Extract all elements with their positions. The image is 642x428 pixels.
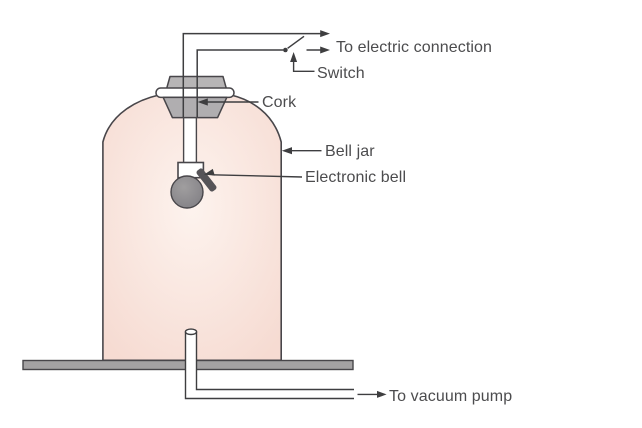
switch-wire-arrowhead-icon [320,46,330,54]
label-to-vacuum-pump: To vacuum pump [389,388,513,405]
bell-striker [196,168,217,192]
label-switch: Switch [317,65,365,82]
switch-pointer-line [292,57,315,73]
bell-jar-arrowhead-icon [281,147,292,155]
bell-gong [170,175,204,209]
electronic-bell-leader-line [212,174,303,178]
cork-body [162,96,228,119]
vacuum-pump-arrowhead-icon [377,390,387,398]
wire-to-connection [182,32,321,117]
switch-pointer-arrowhead-icon [290,52,298,62]
vacuum-tube-outer-wall [184,332,354,400]
top-wire-arrowhead-icon [320,30,330,38]
label-electronic-bell: Electronic bell [305,169,407,186]
label-bell-jar: Bell jar [325,143,375,160]
label-cork: Cork [262,94,297,111]
switch-contact-dot-icon [283,47,288,53]
switch-blade [287,35,305,49]
label-to-electric-connection: To electric connection [336,39,493,56]
jar-neck-rim [155,87,235,99]
vacuum-tube-mouth [184,328,198,336]
vacuum-tube [185,332,354,399]
electronic-bell-arrowhead-icon [204,168,215,176]
wire-switch-branch [196,49,284,117]
vacuum-tube-inner-wall [195,332,354,391]
cork-arrowhead-icon [197,98,208,106]
